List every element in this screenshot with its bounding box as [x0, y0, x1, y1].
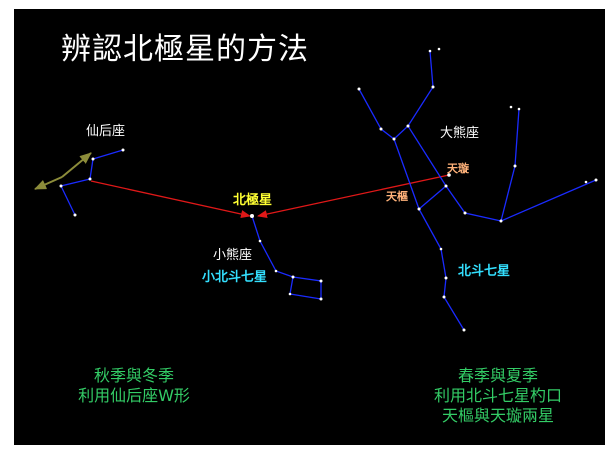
- ursa-major-lines: [358, 50, 597, 331]
- note-spring-summer-line-3: 天樞與天璇兩星: [441, 406, 554, 425]
- label-merak: 天璇: [447, 162, 469, 175]
- note-spring-summer: 春季與夏季 利用北斗七星杓口 天樞與天璇兩星: [408, 366, 588, 426]
- note-autumn-winter-line-1: 秋季與冬季: [93, 366, 174, 385]
- label-polaris: 北極星: [233, 193, 273, 208]
- label-little-dipper: 小北斗七星: [202, 270, 268, 285]
- stars: [59, 47, 598, 332]
- note-spring-summer-line-2: 利用北斗七星杓口: [433, 386, 562, 405]
- label-dubhe: 天樞: [386, 190, 408, 203]
- note-autumn-winter-line-2: 利用仙后座W形: [78, 386, 190, 405]
- page-title: 辨認北極星的方法: [61, 32, 309, 67]
- pointer-arrows: [90, 174, 450, 219]
- note-spring-summer-line-1: 春季與夏季: [457, 366, 538, 385]
- label-cassiopeia: 仙后座: [86, 124, 126, 139]
- note-autumn-winter: 秋季與冬季 利用仙后座W形: [44, 366, 224, 406]
- label-big-dipper: 北斗七星: [458, 264, 511, 279]
- label-ursa-major: 大熊座: [440, 126, 480, 141]
- night-sky-panel: 辨認北極星的方法 仙后座 北極星 小熊座 小北斗七星 大熊座 天璇 天樞 北斗七…: [14, 9, 605, 445]
- cassiopeia-guide-arrows: [34, 152, 92, 190]
- star-chart: [34, 47, 598, 332]
- little-dipper-lines: [251, 215, 322, 300]
- label-ursa-minor: 小熊座: [213, 248, 253, 263]
